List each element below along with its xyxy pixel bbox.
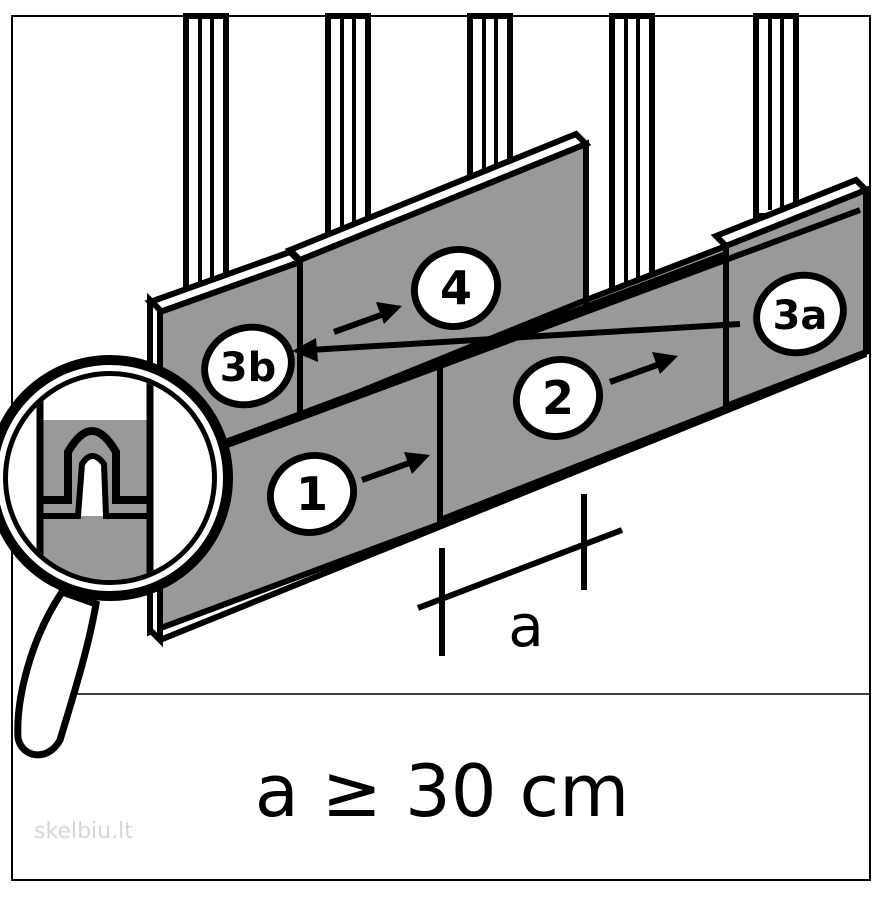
watermark: skelbiu.lt	[34, 819, 133, 844]
arrow-3a-to-3b	[292, 321, 741, 362]
step-1-label: 1	[296, 467, 328, 521]
arrow-2-head	[652, 352, 678, 374]
step-4-label: 4	[440, 261, 472, 315]
arrow-4	[332, 311, 386, 335]
step-4-marker: 4	[410, 246, 502, 330]
vertical-rails	[183, 13, 799, 299]
dimension-a-label: a	[508, 592, 544, 660]
step-1-marker: 1	[266, 452, 358, 536]
spacing-formula: a ≥ 30 cm	[255, 749, 629, 833]
step-3b-label: 3b	[220, 345, 276, 391]
arrow-1	[360, 459, 414, 483]
step-3a-label: 3a	[773, 293, 828, 339]
rail-inner-lines	[198, 16, 784, 290]
arrow-4-head	[376, 302, 402, 324]
dimension-a	[416, 494, 624, 656]
arrow-2	[608, 361, 662, 385]
step-2-marker: 2	[512, 356, 604, 440]
step-3a-marker: 3a	[753, 271, 847, 357]
step-3b-marker: 3b	[201, 323, 295, 409]
magnifier-icon	[0, 355, 233, 759]
step-2-label: 2	[542, 371, 574, 425]
arrow-1-head	[404, 452, 430, 474]
